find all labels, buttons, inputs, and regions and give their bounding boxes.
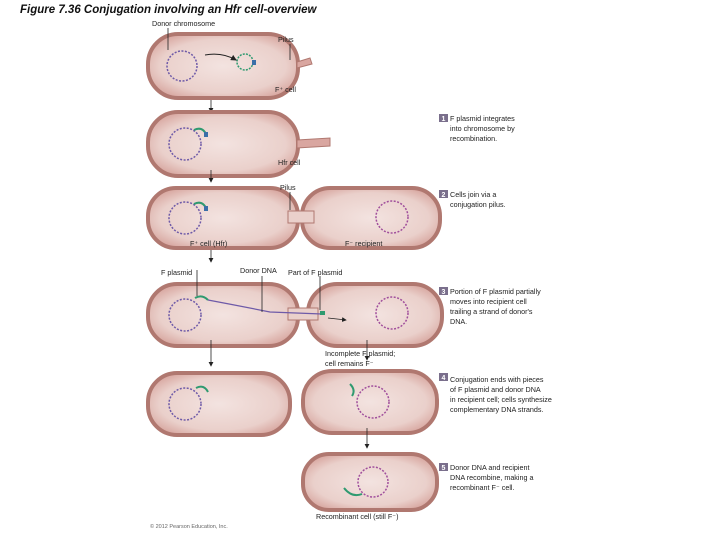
pilus-bridge-2 bbox=[287, 210, 315, 224]
hfr-cell-label: Hfr cell bbox=[278, 158, 301, 167]
step-3-badge bbox=[439, 287, 448, 295]
step-1-number: 1 bbox=[442, 116, 446, 123]
donor-chromosome-4 bbox=[168, 387, 202, 421]
donor-dna-label: Donor DNA bbox=[240, 266, 277, 275]
f-plasmid-marker bbox=[252, 60, 256, 65]
recipient-chromosome-4 bbox=[356, 385, 390, 419]
step-3: 3 Portion of F plasmid partially moves i… bbox=[439, 287, 541, 326]
step-2: 2 Cells join via a conjugation pilus. bbox=[439, 190, 506, 209]
recipient-cell-3 bbox=[306, 282, 444, 348]
hfr-cell-body bbox=[146, 110, 300, 178]
step-4-line-4: complementary DNA strands. bbox=[450, 405, 543, 414]
donor-chromosome-2 bbox=[168, 201, 202, 235]
recipient-label: F⁻ recipient bbox=[345, 239, 382, 248]
step-4-line-2: of F plasmid and donor DNA bbox=[450, 385, 541, 394]
donor-chromosome-3 bbox=[168, 298, 202, 332]
hfr-donor-cell-4 bbox=[146, 371, 292, 437]
step-1: 1 F plasmid integrates into chromosome b… bbox=[439, 114, 515, 143]
copyright: © 2012 Pearson Education, Inc. bbox=[150, 523, 228, 530]
transferred-f-piece bbox=[320, 311, 325, 315]
step-4-number: 4 bbox=[442, 375, 446, 382]
recipient-chromosome-3 bbox=[375, 296, 409, 330]
step-5-number: 5 bbox=[442, 465, 446, 472]
step-1-line-1: F plasmid integrates bbox=[450, 114, 515, 123]
step-4-badge bbox=[439, 373, 448, 381]
panel-pilus-join: Pilus F⁺ cell (Hfr) F⁻ recipient bbox=[146, 183, 442, 250]
donor-dna-in-recipient bbox=[349, 383, 355, 397]
step-3-line-3: trailing a strand of donor's bbox=[450, 307, 533, 316]
recombinant-cell-label: Recombinant cell (still F⁻) bbox=[316, 512, 398, 521]
step-5-line-2: DNA recombine, making a bbox=[450, 473, 534, 482]
panel-f-plus-cell: Donor chromosome Pilus F⁺ cell bbox=[146, 19, 313, 100]
pilus-2-label: Pilus bbox=[280, 183, 296, 192]
panel-hfr-cell: Hfr cell bbox=[146, 110, 331, 178]
panel-recombinant: Recombinant cell (still F⁻) bbox=[301, 452, 439, 521]
step-4-line-1: Conjugation ends with pieces bbox=[450, 375, 544, 384]
hfr-donor-label: F⁺ cell (Hfr) bbox=[190, 239, 227, 248]
transfer-direction-arrow bbox=[327, 317, 347, 322]
transferring-strand bbox=[207, 299, 323, 315]
integrated-marker bbox=[204, 132, 208, 137]
step-5-badge bbox=[439, 463, 448, 471]
hfr-chromosome bbox=[168, 127, 202, 161]
step-4-line-3: in recipient cell; cells synthesize bbox=[450, 395, 552, 404]
incomplete-plasmid-label-1: Incomplete F plasmid; bbox=[325, 349, 395, 358]
recipient-cell-4 bbox=[301, 369, 439, 435]
pilus-1 bbox=[296, 57, 313, 69]
integrated-marker-2 bbox=[204, 206, 208, 211]
step-1-line-2: into chromosome by bbox=[450, 124, 515, 133]
f-plus-cell-label: F⁺ cell bbox=[275, 85, 296, 94]
step-5-line-1: Donor DNA and recipient bbox=[450, 463, 530, 472]
donor-chromosome-label: Donor chromosome bbox=[152, 19, 215, 28]
step-3-line-2: moves into recipient cell bbox=[450, 297, 527, 306]
figure-title: Figure 7.36 Conjugation involving an Hfr… bbox=[20, 4, 317, 16]
hfr-pilus bbox=[296, 137, 331, 149]
step-5: 5 Donor DNA and recipient DNA recombine,… bbox=[439, 463, 534, 492]
hfr-donor-cell-3 bbox=[146, 282, 300, 348]
donor-chromosome bbox=[166, 50, 198, 82]
step-2-number: 2 bbox=[442, 192, 446, 199]
step-3-number: 3 bbox=[442, 289, 446, 296]
pilus-1-label: Pilus bbox=[278, 35, 294, 44]
part-of-f-plasmid-label: Part of F plasmid bbox=[288, 268, 342, 277]
f-plasmid-fragment-3 bbox=[194, 295, 209, 301]
step-3-line-1: Portion of F plasmid partially bbox=[450, 287, 541, 296]
step-2-line-1: Cells join via a bbox=[450, 190, 496, 199]
panel-dna-transfer: F plasmid Donor DNA Part of F plasmid bbox=[146, 266, 444, 348]
recombinant-cell bbox=[301, 452, 439, 512]
step-1-badge bbox=[439, 114, 448, 122]
step-5-line-3: recombinant F⁻ cell. bbox=[450, 483, 515, 492]
f-plasmid-label: F plasmid bbox=[161, 268, 192, 277]
step-2-badge bbox=[439, 190, 448, 198]
recipient-chromosome-2 bbox=[375, 200, 409, 234]
incomplete-plasmid-label-2: cell remains F⁻ bbox=[325, 359, 374, 368]
panel-conjugation-ends bbox=[146, 369, 439, 437]
step-3-line-4: DNA. bbox=[450, 317, 467, 326]
step-2-line-2: conjugation pilus. bbox=[450, 200, 506, 209]
recombinant-chromosome bbox=[357, 466, 389, 498]
recombined-segment bbox=[343, 487, 363, 497]
step-1-line-3: recombination. bbox=[450, 134, 497, 143]
f-plasmid-fragment-4 bbox=[195, 385, 209, 393]
step-4: 4 Conjugation ends with pieces of F plas… bbox=[439, 373, 552, 414]
plasmid-arrow bbox=[204, 53, 237, 61]
